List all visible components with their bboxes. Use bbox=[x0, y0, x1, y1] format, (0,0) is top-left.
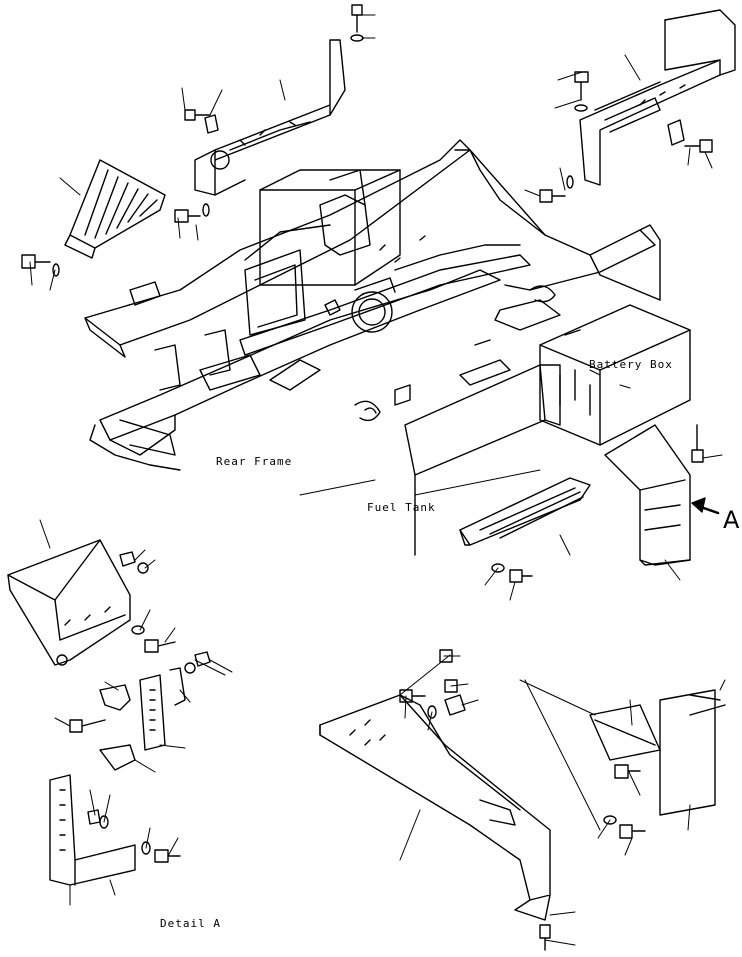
leader-lines bbox=[29, 14, 726, 946]
view-a-letter: A bbox=[723, 506, 740, 534]
rear-frame-label: Rear Frame bbox=[216, 455, 293, 468]
fuel-tank-panel-drawing bbox=[404, 364, 561, 556]
fasteners-drawing bbox=[21, 4, 713, 951]
side-plate-drawing bbox=[589, 689, 726, 816]
detail-a-label: Detail A bbox=[160, 917, 221, 930]
battery-box-drawing bbox=[539, 304, 691, 446]
right-step-drawing bbox=[459, 477, 591, 546]
detail-a-brackets-drawing bbox=[99, 667, 186, 771]
footboard-drawing bbox=[319, 694, 551, 921]
rear-frame-drawing bbox=[84, 139, 661, 471]
top-right-cover-drawing bbox=[579, 9, 736, 186]
battery-box-label: Battery Box bbox=[589, 358, 673, 371]
right-step-bracket-drawing bbox=[604, 424, 720, 566]
detail-a-ladder-drawing bbox=[49, 774, 136, 886]
left-step-drawing bbox=[64, 159, 166, 259]
detail-a-step-drawing bbox=[7, 539, 131, 666]
fuel-tank-label: Fuel Tank bbox=[367, 501, 436, 514]
top-left-cover-drawing bbox=[194, 39, 346, 196]
